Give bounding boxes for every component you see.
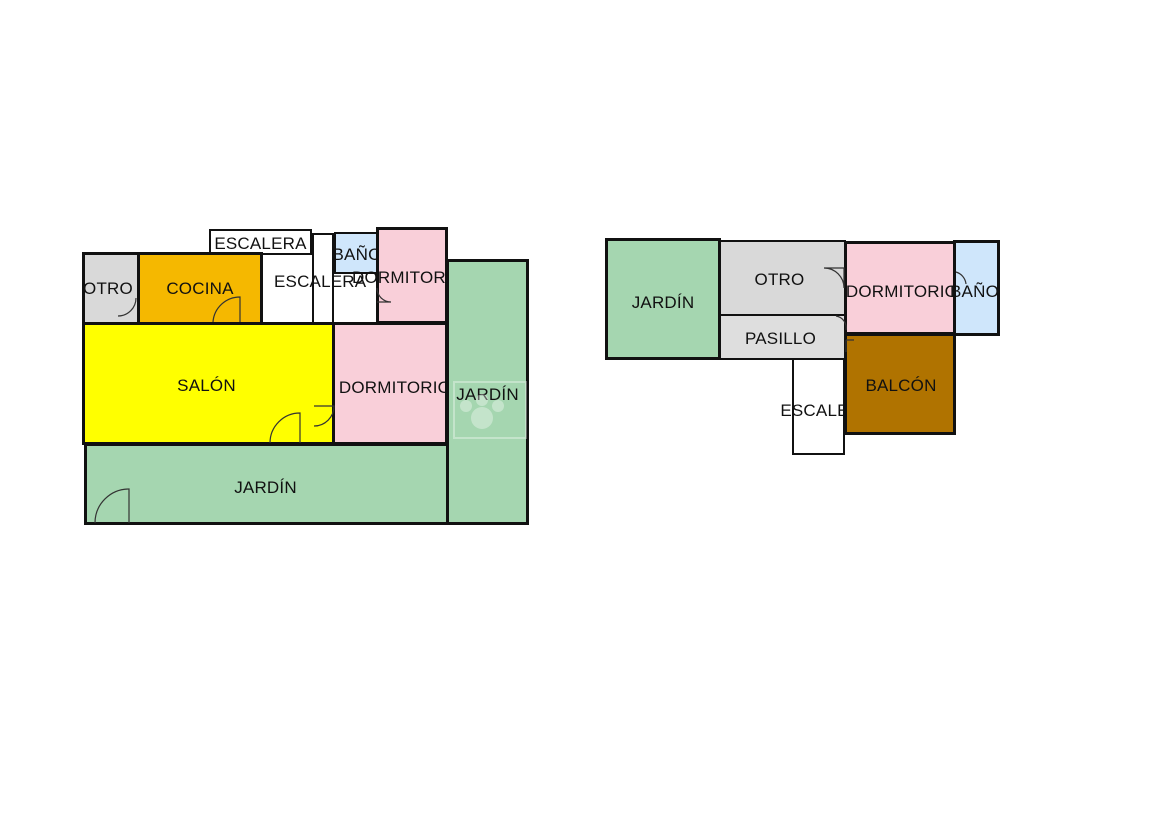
room-label: BAÑO [332,245,382,264]
door-icon [955,271,967,285]
room-label: BALCÓN [865,376,937,395]
door-icon [94,488,130,524]
room-label: ESCALERA [274,272,367,291]
room-label: OTRO [754,270,805,289]
room-otro: OTRO [719,240,846,316]
room-label: DORMITORIO [845,282,959,301]
room-label: ESCALERA [214,234,307,253]
room-escalera: ESCALE [780,358,848,455]
door-icon [376,287,392,303]
room-bano: BAÑO [950,240,1000,336]
room-jardin-right: JARDÍN [446,259,529,525]
room-label: PASILLO [744,329,816,348]
room-label: DORMITORIO [352,268,465,287]
room-label: OTRO [83,278,133,298]
room-label: JARDÍN [234,478,297,497]
room-pasillo: PASILLO [719,314,846,360]
door-icon [212,296,241,323]
room-label: DORMITORIO [338,377,452,397]
room-label: COCINA [166,278,234,298]
room-balcon: BALCÓN [844,333,956,435]
door-icon [845,339,854,352]
watermark-logo-icon [453,381,527,439]
room-escalera-top: ESCALERA [209,229,312,255]
door-icon [823,267,845,289]
room-jardin: JARDÍN [605,238,721,360]
door-icon [269,412,301,444]
door-icon [117,297,137,317]
room-jardin-bottom: JARDÍN [84,443,449,525]
door-icon [835,315,847,331]
room-label: BAÑO [950,282,999,301]
room-label: SALÓN [177,375,236,395]
escalera-mid-text: ESCALERA [274,272,366,292]
room-dormitorio-mid: DORMITORIO [332,322,452,445]
room-label: ESCALE [780,400,849,420]
room-cocina: COCINA [137,252,263,325]
dormitorio-top-text: DORMITORIO [352,268,464,288]
room-label: JARDÍN [631,293,695,312]
door-icon [313,405,335,427]
room-label: JARDÍN [456,385,519,404]
